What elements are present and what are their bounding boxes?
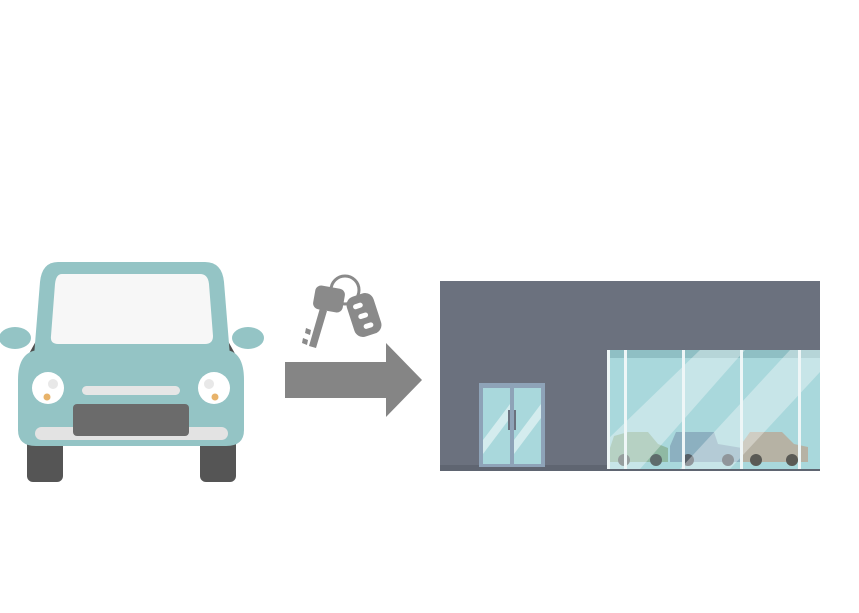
right-mirror bbox=[232, 327, 264, 349]
right-indicator bbox=[211, 393, 219, 401]
entrance-door bbox=[479, 383, 545, 467]
arrow-right-icon bbox=[285, 343, 422, 417]
car-dealership-icon bbox=[440, 281, 820, 471]
car-front-icon bbox=[0, 262, 264, 482]
key-blade bbox=[309, 308, 327, 348]
left-indicator bbox=[43, 393, 51, 401]
grille-bar bbox=[82, 386, 180, 395]
fob-button-2 bbox=[358, 312, 369, 320]
showroom-car-right bbox=[740, 432, 808, 466]
fob-button-3 bbox=[363, 322, 374, 329]
license-plate bbox=[73, 404, 189, 436]
left-mirror bbox=[0, 327, 31, 349]
windshield bbox=[50, 274, 214, 344]
key-head bbox=[313, 285, 345, 313]
showroom-window bbox=[607, 350, 820, 469]
fob-button-1 bbox=[353, 302, 363, 310]
car-keys-icon bbox=[302, 274, 382, 348]
